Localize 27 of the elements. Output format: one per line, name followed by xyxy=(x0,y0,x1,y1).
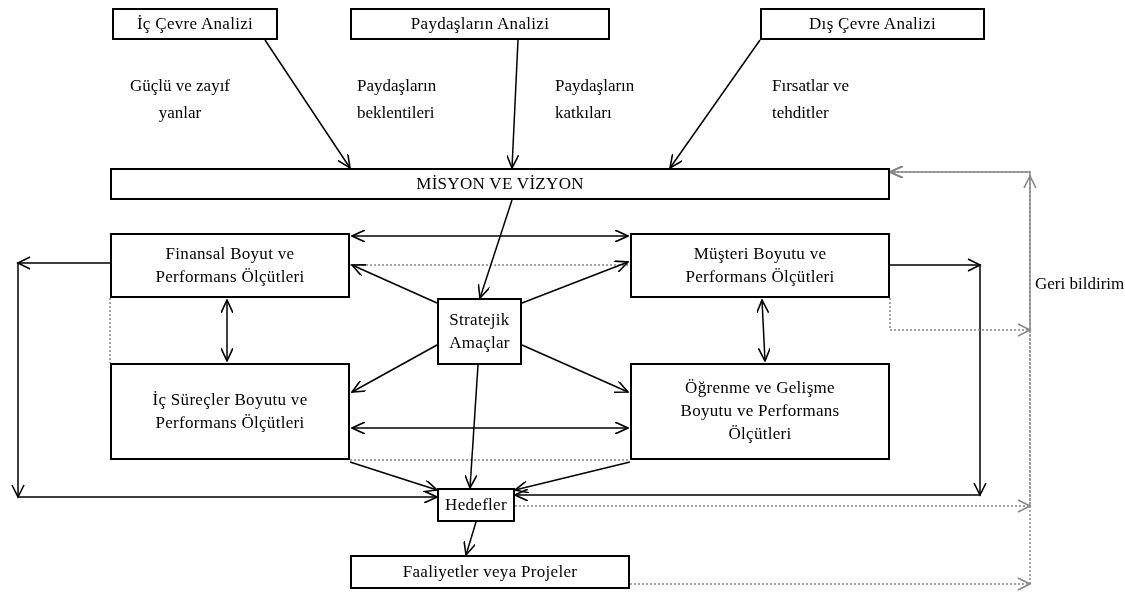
box-label: Dış Çevre Analizi xyxy=(809,12,936,35)
box-label: İç Süreçler Boyutu ve Performans Ölçütleri xyxy=(151,388,309,434)
process-box xyxy=(437,488,515,522)
box-label: Müşteri Boyutu ve Performans Ölçütleri xyxy=(684,242,836,288)
box-label: Öğrenme ve Gelişme Boyutu ve Performans Ölçütleri xyxy=(679,377,841,445)
process-box xyxy=(437,298,522,365)
box-label: Hedefler xyxy=(445,493,507,516)
box-label: MİSYON VE VİZYON xyxy=(416,172,584,195)
box-label: Faaliyetler veya Projeler xyxy=(402,560,578,583)
process-box xyxy=(110,168,890,200)
process-box xyxy=(350,555,630,589)
annotation-text: Paydaşların katkıları xyxy=(555,75,636,125)
process-box xyxy=(630,363,890,460)
annotation-text: Güçlü ve zayıf yanlar xyxy=(128,75,232,125)
annotation-text: Geri bildirim xyxy=(1035,273,1125,295)
box-label: İç Çevre Analizi xyxy=(136,12,254,35)
process-box xyxy=(110,363,350,460)
process-box xyxy=(630,233,890,298)
annotation-text: Paydaşların beklentileri xyxy=(357,75,438,125)
box-label: Paydaşların Analizi xyxy=(410,12,550,35)
process-box xyxy=(760,8,985,40)
process-box xyxy=(112,8,278,40)
annotation-text: Fırsatlar ve tehditler xyxy=(772,75,850,125)
process-box xyxy=(350,8,610,40)
box-label: Stratejik Amaçlar xyxy=(448,308,511,354)
process-box xyxy=(110,233,350,298)
box-label: Finansal Boyut ve Performans Ölçütleri xyxy=(154,242,306,288)
